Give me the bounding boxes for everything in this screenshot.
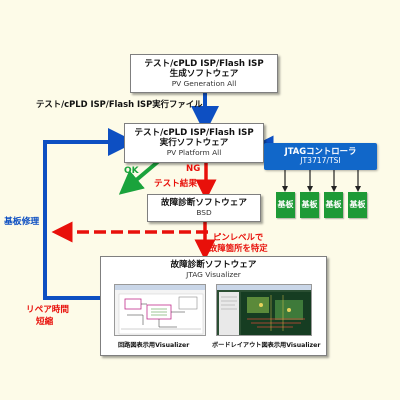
bsd-title: 故障診断ソフトウェア <box>161 198 247 208</box>
jtag-controller: JTAGコントローラ JT3717/TSI <box>264 143 377 170</box>
visualizer-subtitle: JTAG Visualizer <box>186 270 241 279</box>
generation-subtitle: PV Generation All <box>171 79 237 88</box>
execution-title-line1: テスト/cPLD ISP/Flash ISP <box>134 128 254 138</box>
exec-file-label: テスト/cPLD ISP/Flash ISP実行ファイル <box>36 99 203 109</box>
generation-title-line2: 生成ソフトウェア <box>169 69 239 79</box>
generation-software-box: テスト/cPLD ISP/Flash ISP 生成ソフトウェア PV Gener… <box>130 54 278 93</box>
board-1: 基板 <box>276 192 295 218</box>
jtag-title: JTAGコントローラ <box>284 146 357 156</box>
repair-time-label-1: リペア時間 <box>26 305 69 315</box>
pin-level-label-2: 故障箇所を特定 <box>209 243 268 253</box>
execution-title-line2: 実行ソフトウェア <box>159 138 229 148</box>
repair-time-label-2: 短縮 <box>36 317 54 327</box>
execution-software-box: テスト/cPLD ISP/Flash ISP 実行ソフトウェア PV Platf… <box>124 123 264 163</box>
board-3: 基板 <box>324 192 343 218</box>
circuit-diagram-thumbnail <box>115 285 205 335</box>
pin-level-label-1: ピンレベルで <box>213 232 264 242</box>
execution-subtitle: PV Platform All <box>166 148 222 157</box>
test-result-label: テスト結果 <box>154 179 197 189</box>
board-2: 基板 <box>300 192 319 218</box>
ok-label: OK <box>124 166 139 176</box>
generation-title-line1: テスト/cPLD ISP/Flash ISP <box>144 59 264 69</box>
circuit-caption: 回路図表示用Visualizer <box>118 342 190 349</box>
board-layout-screenshot <box>216 284 312 336</box>
ng-label: NG <box>186 164 201 174</box>
arrow-ok <box>118 158 162 195</box>
bsd-software-box: 故障診断ソフトウェア BSD <box>147 194 261 222</box>
board-layout-thumbnail <box>217 285 311 335</box>
bsd-subtitle: BSD <box>196 208 212 217</box>
board-4: 基板 <box>348 192 367 218</box>
arrow-repair-loop <box>43 128 136 300</box>
visualizer-title: 故障診断ソフトウェア <box>170 260 257 270</box>
board-repair-label: 基板修理 <box>4 217 40 227</box>
jtag-model: JT3717/TSI <box>300 156 341 165</box>
circuit-diagram-screenshot <box>114 284 206 336</box>
layout-caption: ボードレイアウト図表示用Visualizer <box>212 342 321 349</box>
